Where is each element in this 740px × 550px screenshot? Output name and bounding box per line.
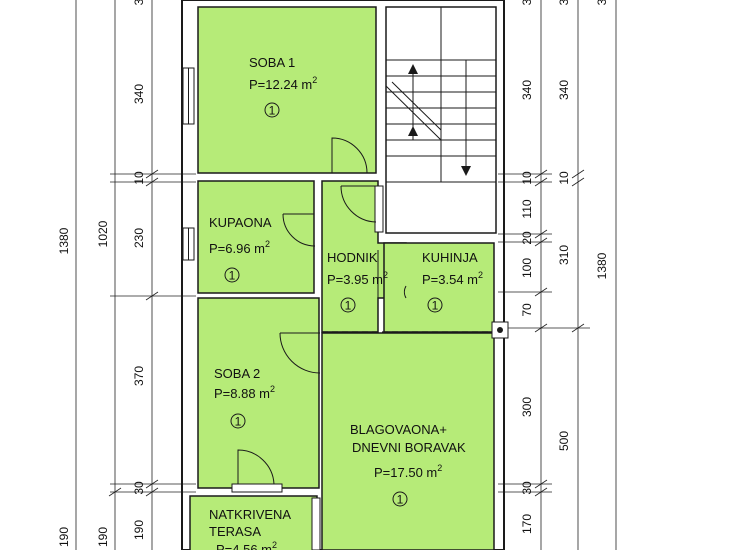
hodnik-marker: 1 [345,299,352,313]
soba-1-area: P=12.24 m2 [249,75,317,92]
dim-left-mid-lower: 190 [96,527,110,547]
room-soba-1 [197,6,377,174]
dim-left-outer-total: 1380 [57,227,71,254]
label-kuhinja: KUHINJA P=3.54 m2 1 [422,250,483,313]
doors [237,137,407,485]
dnevni-name-line1: BLAGOVAONA+ [350,422,447,437]
dim-left-inner-3: 230 [132,228,146,248]
soba-2-area: P=8.88 m2 [214,384,275,401]
dnevni-area: P=17.50 m2 [374,463,442,480]
room-kuhinja [383,242,495,333]
dim-left-mid-total: 1020 [96,220,110,247]
label-soba-1: SOBA 1 P=12.24 m2 1 [249,55,317,118]
socket-marker [491,321,509,339]
dim-right-inner-1: 340 [520,80,534,100]
dim-right-inner-5: 100 [520,258,534,278]
dim-left-inner-2: 10 [132,171,146,185]
dnevni-marker: 1 [397,493,404,507]
room-dnevni-boravak [321,332,495,550]
kupaona-marker-circle [224,267,240,283]
label-kupaona: KUPAONA P=6.96 m2 1 [209,215,272,283]
right-dimension-lines [498,0,617,550]
windows [182,67,384,550]
soba-1-name: SOBA 1 [249,55,295,70]
soba-1-marker-circle [264,102,280,118]
label-dnevni-boravak: BLAGOVAONA+ DNEVNI BORAVAK P=17.50 m2 1 [350,422,466,507]
stair-arrow-down [461,166,471,176]
kuhinja-area: P=3.54 m2 [422,270,483,287]
label-hodnik: HODNIK P=3.95 m2 1 [327,250,388,313]
dnevni-name-line2: DNEVNI BORAVAK [352,440,466,455]
building-outline [181,0,505,550]
dim-right-mid-2: 10 [557,171,571,185]
dim-left-inner-4: 370 [132,366,146,386]
dim-right-outer-top: 3 [595,0,609,5]
soba-2-marker-circle [230,413,246,429]
soba-2-name: SOBA 2 [214,366,260,381]
kuhinja-marker: 1 [432,299,439,313]
terasa-name-line1: NATKRIVENA [209,507,291,522]
dnevni-marker-circle [392,491,408,507]
soba-2-marker: 1 [235,415,242,429]
dim-right-inner-3: 110 [520,199,534,218]
dimension-labels: 1380 190 1020 190 3 340 10 230 370 30 19… [57,0,609,547]
hodnik-name: HODNIK [327,250,378,265]
label-terasa: NATKRIVENA TERASA P=4.56 m2 [209,507,291,550]
dim-left-inner-6: 190 [132,520,146,540]
hodnik-area: P=3.95 m2 [327,270,388,287]
kupaona-marker: 1 [229,269,236,283]
dim-right-mid-4: 500 [557,431,571,451]
stair-arrow-up-2 [408,126,418,136]
hodnik-marker-circle [340,297,356,313]
dim-left-outer-lower: 190 [57,527,71,547]
dim-right-inner-0: 3 [520,0,534,5]
kupaona-name: KUPAONA [209,215,272,230]
dim-right-inner-6: 70 [520,303,534,317]
label-soba-2: SOBA 2 P=8.88 m2 1 [214,366,275,429]
kuhinja-marker-circle [427,297,443,313]
kupaona-area: P=6.96 m2 [209,239,270,256]
dim-right-mid-0: 3 [557,0,571,5]
dim-right-mid-3: 310 [557,245,571,265]
dim-right-mid-1: 340 [557,80,571,100]
stair-arrow-up-1 [408,64,418,74]
room-kupaona [197,180,315,294]
rooms [189,6,497,550]
room-terasa [189,495,318,550]
terasa-name-line2: TERASA [209,524,261,539]
dim-left-inner-0: 3 [132,0,146,5]
dim-left-inner-5: 30 [132,481,146,495]
terasa-area: P=4.56 m2 [216,540,277,550]
dim-left-inner-1: 340 [132,84,146,104]
dim-right-inner-2: 10 [520,171,534,185]
dim-right-outer-total: 1380 [595,252,609,279]
soba-1-marker: 1 [269,104,276,118]
dim-right-inner-7: 300 [520,397,534,417]
kuhinja-name: KUHINJA [422,250,478,265]
dim-right-inner-9: 170 [520,514,534,534]
dim-right-inner-8: 30 [520,481,534,495]
dim-right-inner-4: 20 [520,231,534,245]
